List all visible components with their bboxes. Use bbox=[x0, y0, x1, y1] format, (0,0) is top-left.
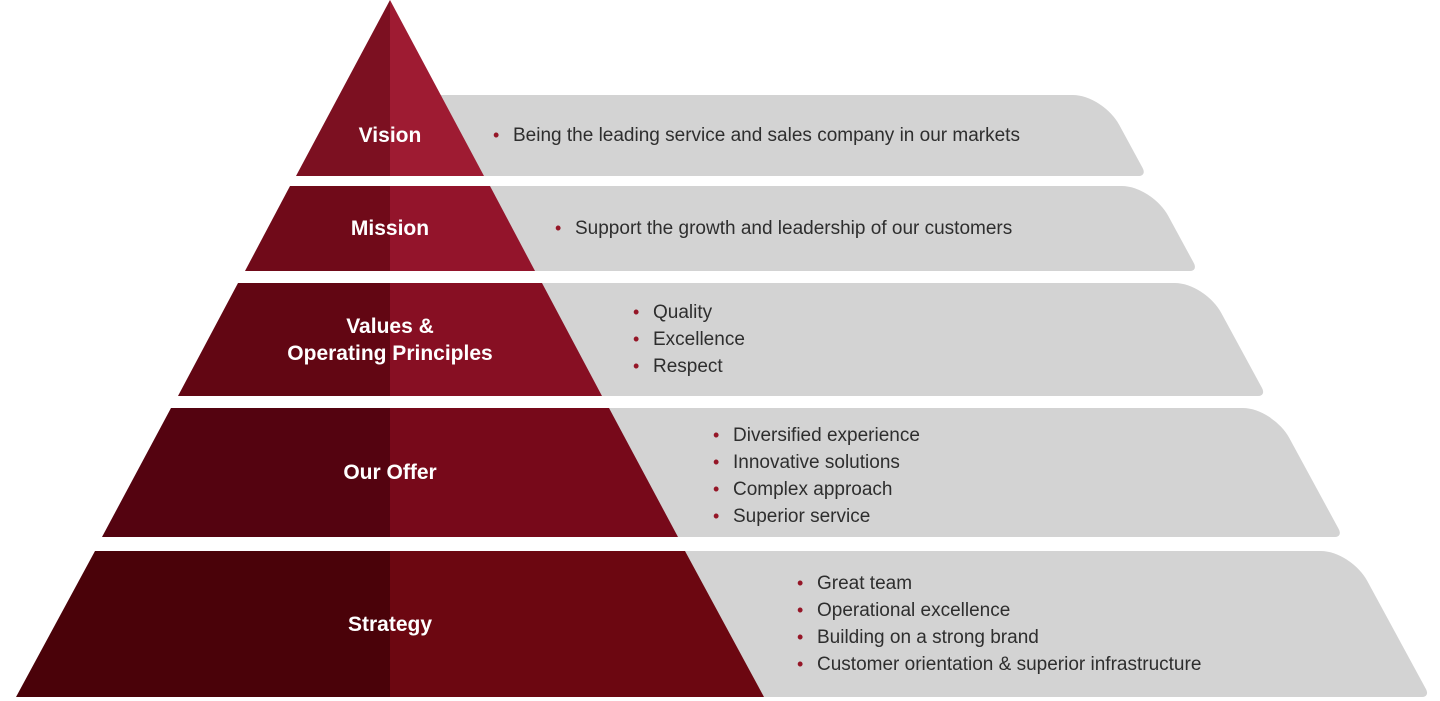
level-values: Values & Operating Principles • Quality … bbox=[0, 283, 1440, 396]
bullet-text: Respect bbox=[653, 356, 723, 377]
bullet-text: Innovative solutions bbox=[733, 451, 900, 473]
bullet-text: Great team bbox=[817, 573, 913, 594]
bullet-dot: • bbox=[797, 573, 804, 593]
bullet-list-vision: • Being the leading service and sales co… bbox=[493, 95, 1020, 176]
bullet-dot: • bbox=[797, 654, 804, 674]
level-label-values: Values & Operating Principles bbox=[287, 314, 493, 365]
bullet-item: • Building on a strong brand bbox=[797, 624, 1201, 651]
level-label-vision: Vision bbox=[358, 124, 422, 147]
bullet-item: • Being the leading service and sales co… bbox=[493, 122, 1020, 149]
pyramid-segment-offer bbox=[102, 408, 678, 537]
bullet-item: • Support the growth and leadership of o… bbox=[555, 215, 1012, 242]
pyramid-segment-mission bbox=[245, 186, 535, 271]
bullet-text: Customer orientation & superior infrastr… bbox=[817, 654, 1202, 675]
bullet-dot: • bbox=[797, 627, 804, 647]
bullet-item: • Quality bbox=[633, 299, 745, 326]
bullet-item: • Great team bbox=[797, 570, 1201, 597]
bullet-list-values: • Quality • Excellence • Respect bbox=[633, 283, 745, 396]
bullet-item: • Superior service bbox=[713, 503, 920, 530]
bullet-item: • Excellence bbox=[633, 326, 745, 353]
bullet-item: • Respect bbox=[633, 353, 745, 380]
level-mission: Mission • Support the growth and leaders… bbox=[0, 186, 1440, 271]
pyramid-segment-values bbox=[178, 283, 602, 396]
bullet-dot: • bbox=[633, 329, 640, 349]
level-label-strategy: Strategy bbox=[347, 612, 433, 636]
bullet-text: Diversified experience bbox=[733, 424, 920, 446]
level-strategy: Strategy • Great team • Operational exce… bbox=[0, 551, 1440, 697]
bullet-dot: • bbox=[493, 125, 500, 145]
bullet-dot: • bbox=[713, 451, 720, 472]
bullet-list-strategy: • Great team • Operational excellence • … bbox=[797, 551, 1201, 697]
bullet-item: • Customer orientation & superior infras… bbox=[797, 651, 1201, 678]
bullet-list-offer: • Diversified experience • Innovative so… bbox=[713, 408, 920, 537]
bullet-item: • Complex approach bbox=[713, 476, 920, 503]
bullet-dot: • bbox=[713, 505, 720, 526]
bullet-text: Excellence bbox=[653, 329, 745, 350]
bullet-text: Complex approach bbox=[733, 478, 893, 500]
bullet-dot: • bbox=[555, 218, 562, 238]
bullet-list-mission: • Support the growth and leadership of o… bbox=[555, 186, 1012, 271]
bullet-dot: • bbox=[713, 424, 720, 445]
bullet-dot: • bbox=[633, 302, 640, 322]
bullet-text: Building on a strong brand bbox=[817, 627, 1039, 648]
bullet-text: Support the growth and leadership of our… bbox=[575, 218, 1013, 239]
bullet-text: Being the leading service and sales comp… bbox=[513, 125, 1020, 146]
level-label-mission: Mission bbox=[350, 217, 430, 240]
bullet-dot: • bbox=[713, 478, 720, 499]
bullet-item: • Operational excellence bbox=[797, 597, 1201, 624]
level-label-offer: Our Offer bbox=[343, 461, 437, 484]
bullet-dot: • bbox=[633, 356, 640, 376]
bullet-text: Operational excellence bbox=[817, 600, 1011, 621]
bullet-item: • Diversified experience bbox=[713, 422, 920, 449]
pyramid-segment-strategy bbox=[16, 551, 764, 697]
bullet-item: • Innovative solutions bbox=[713, 449, 920, 476]
bullet-text: Superior service bbox=[733, 505, 871, 527]
level-offer: Our Offer • Diversified experience • Inn… bbox=[0, 408, 1440, 537]
bullet-dot: • bbox=[797, 600, 804, 620]
level-vision: Vision • Being the leading service and s… bbox=[0, 0, 1440, 176]
bullet-text: Quality bbox=[653, 302, 713, 323]
